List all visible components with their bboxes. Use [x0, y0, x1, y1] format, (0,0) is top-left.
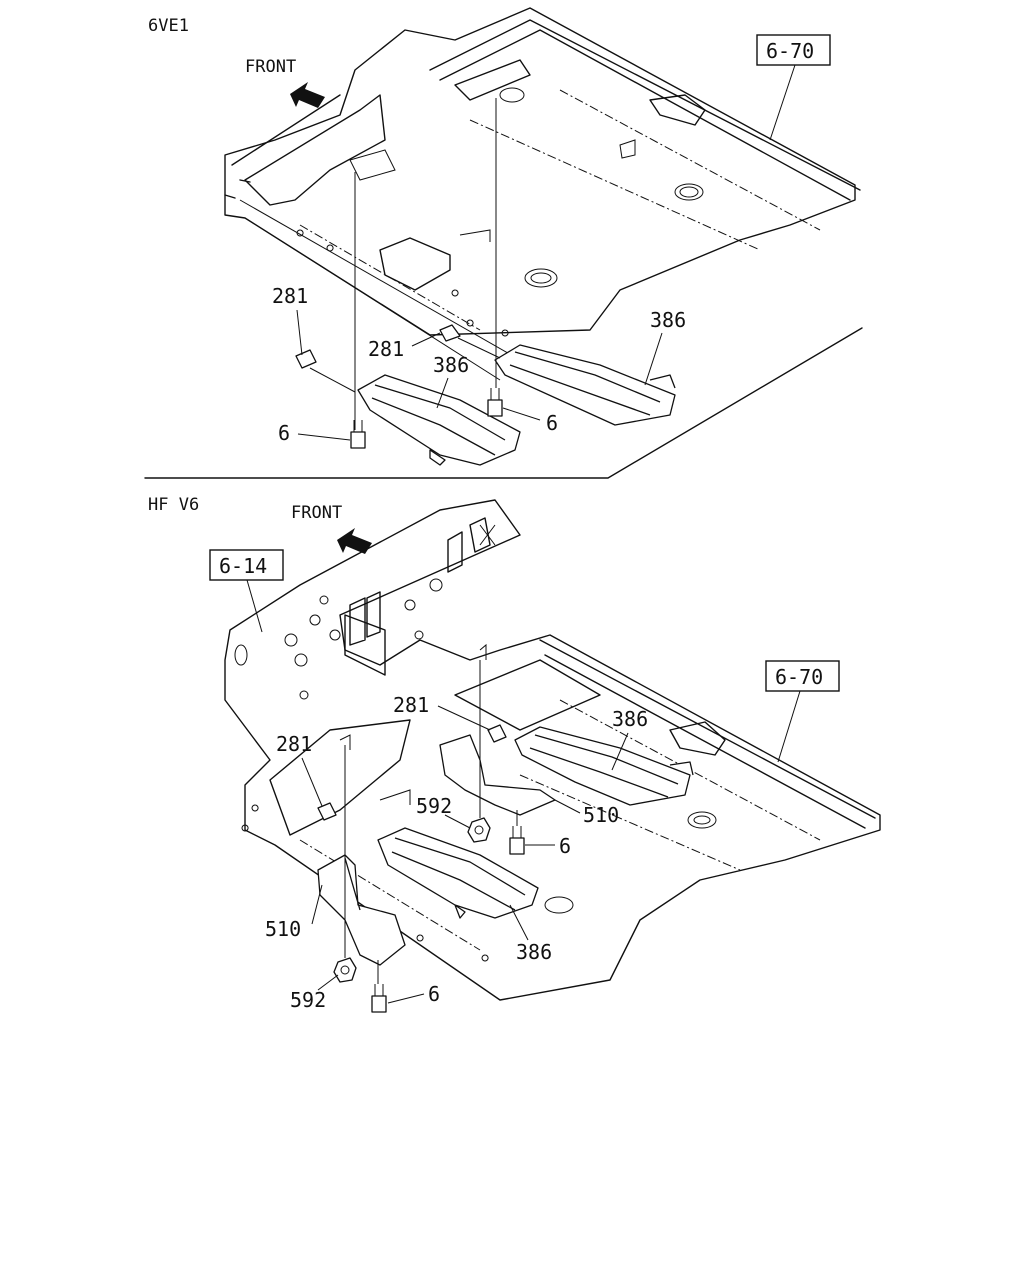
svg-text:592: 592	[416, 794, 452, 818]
svg-text:386: 386	[433, 353, 469, 377]
bottom-variant-label: HF V6	[148, 495, 199, 515]
svg-text:6-14: 6-14	[219, 554, 267, 578]
svg-text:281: 281	[393, 693, 429, 717]
clip-281-a-top	[295, 349, 317, 369]
bracket-510-left	[317, 854, 406, 966]
top-front-label: FRONT	[245, 57, 296, 77]
ref-box-6-70-top: 6-70	[756, 34, 831, 141]
shield-386-left-bottom	[377, 827, 539, 919]
svg-text:6: 6	[559, 834, 571, 858]
svg-text:592: 592	[290, 988, 326, 1012]
svg-text:281: 281	[272, 284, 308, 308]
ref-box-6-14: 6-14	[209, 549, 284, 633]
svg-text:281: 281	[276, 732, 312, 756]
svg-text:281: 281	[368, 337, 404, 361]
svg-text:6-70: 6-70	[775, 665, 823, 689]
nut-592-right	[467, 817, 491, 843]
top-variant-label: 6VE1	[148, 16, 189, 36]
clip-281-b-top	[439, 324, 461, 342]
svg-text:6-70: 6-70	[766, 39, 814, 63]
nut-592-left	[333, 957, 357, 983]
svg-text:386: 386	[650, 308, 686, 332]
front-arrow-icon	[290, 82, 325, 108]
view-separator	[144, 327, 863, 479]
svg-text:510: 510	[265, 917, 301, 941]
svg-text:386: 386	[516, 940, 552, 964]
clip-281-b-bottom	[487, 724, 507, 743]
bolt-6-right-top	[487, 388, 503, 417]
callouts-top: 281 281 386 386 6 6	[272, 284, 686, 445]
svg-text:6: 6	[278, 421, 290, 445]
floor-panel-top	[224, 7, 861, 381]
shield-386-right-top	[494, 344, 676, 426]
svg-text:6: 6	[546, 411, 558, 435]
bolt-6-right-bottom	[509, 826, 525, 855]
bottom-view: HF V6 FRONT 6-14	[148, 495, 881, 1013]
shield-386-left-top	[357, 374, 521, 466]
svg-text:386: 386	[612, 707, 648, 731]
svg-text:6: 6	[428, 982, 440, 1006]
ref-box-6-70-bottom: 6-70	[765, 660, 840, 763]
bottom-front-label: FRONT	[291, 503, 342, 523]
top-view: 6VE1 FRONT 6-70	[144, 7, 863, 479]
shield-386-right-bottom	[514, 726, 694, 806]
clip-281-a-bottom	[317, 802, 337, 821]
floor-panel-bottom	[224, 499, 881, 1001]
svg-text:510: 510	[583, 803, 619, 827]
callouts-bottom: 281 281 386 386 510 510 592 592 6 6	[265, 693, 648, 1012]
bolt-6-left-bottom	[371, 984, 387, 1013]
bolt-6-left-top	[350, 420, 366, 449]
front-arrow-icon-bottom	[337, 528, 372, 554]
